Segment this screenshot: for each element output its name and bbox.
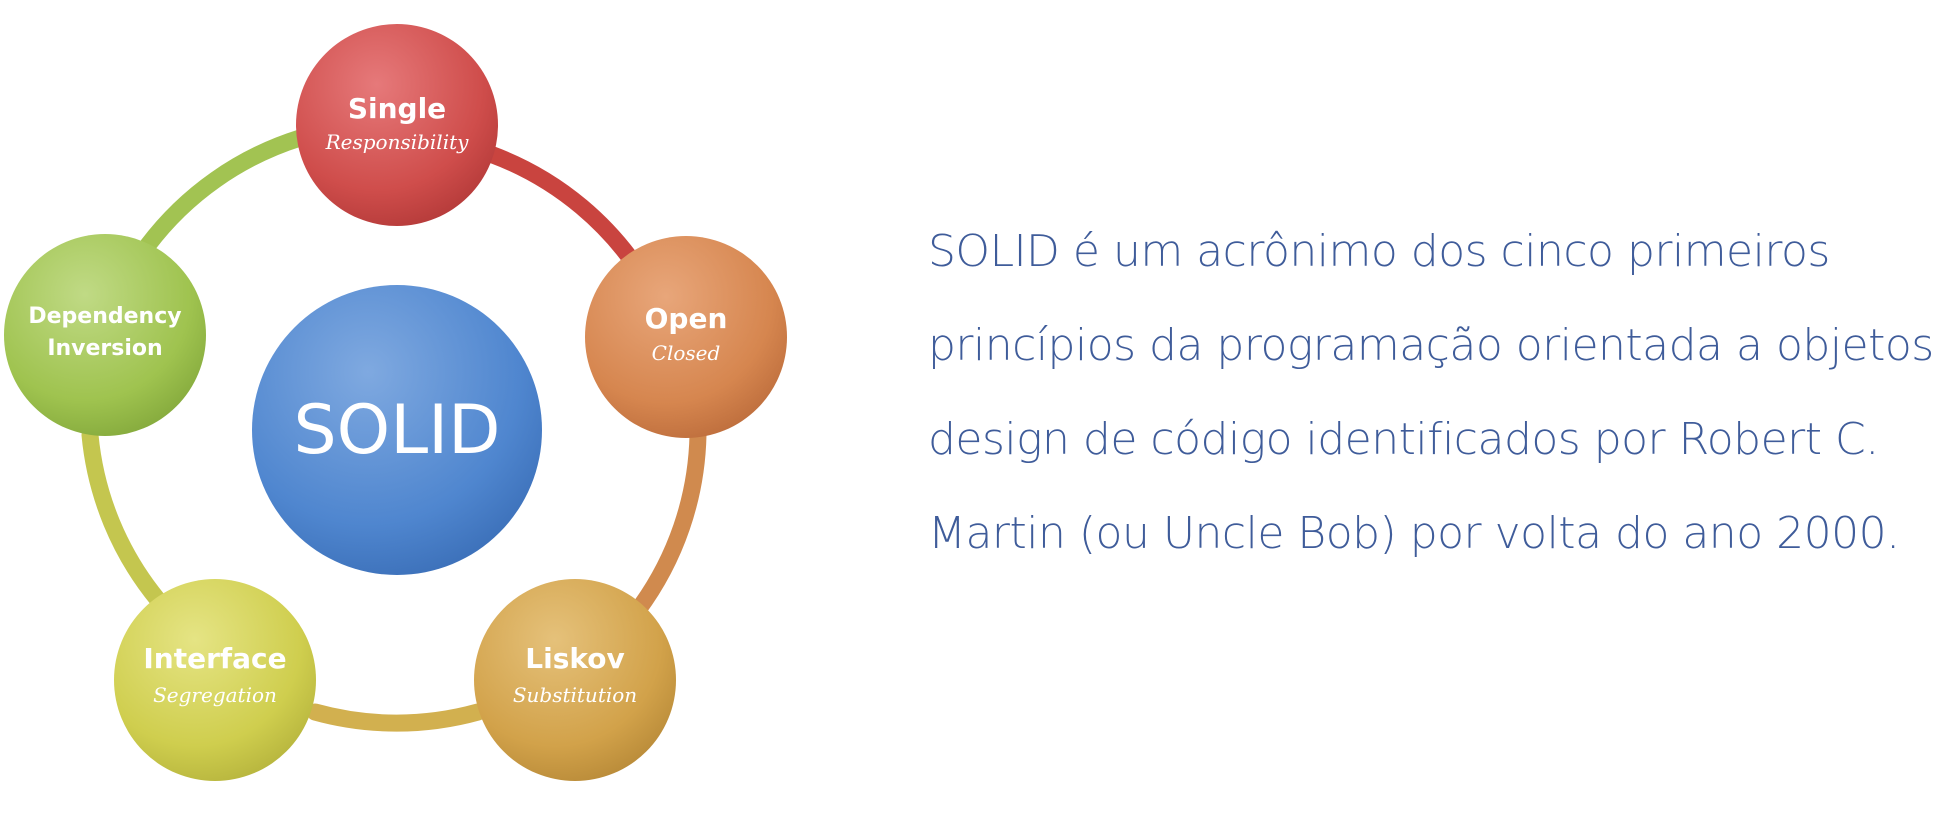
arc-dependency-single — [139, 129, 309, 254]
node-interface-segregation: Interface Segregation — [114, 579, 316, 781]
node-subtitle: Closed — [652, 341, 721, 365]
solid-center: SOLID — [252, 285, 542, 575]
arc-open-liskov — [629, 426, 707, 619]
node-title: Dependency — [28, 304, 181, 329]
node-subtitle: Substitution — [513, 683, 637, 707]
solid-principles-diagram: SOLID Single Responsibility Open Closed … — [4, 24, 787, 781]
description-line-4: Martin (ou Uncle Bob) por volta do ano 2… — [928, 508, 1900, 559]
arc-liskov-interface — [306, 703, 487, 732]
node-subtitle: Inversion — [47, 336, 162, 361]
node-subtitle: Responsibility — [325, 130, 470, 154]
description-line-3: design de código identificados por Rober… — [928, 414, 1879, 465]
node-open-closed: Open Closed — [585, 236, 787, 438]
node-liskov-substitution: Liskov Substitution — [474, 579, 676, 781]
node-single-responsibility: Single Responsibility — [296, 24, 498, 226]
node-title: Interface — [143, 642, 286, 675]
center-label: SOLID — [294, 391, 501, 470]
description-line-1: SOLID é um acrônimo dos cinco primeiros — [928, 205, 1928, 299]
node-subtitle: Segregation — [153, 683, 277, 707]
node-title: Single — [348, 92, 446, 125]
arc-interface-dependency — [81, 426, 167, 609]
node-title: Open — [645, 302, 728, 335]
node-dependency-inversion: Dependency Inversion — [4, 234, 206, 436]
solid-description: SOLID é um acrônimo dos cinco primeiros … — [928, 205, 1950, 581]
node-title: Liskov — [525, 642, 624, 675]
description-line-2: princípios da programação orientada a ob… — [928, 320, 1950, 371]
solid-keyword: SOLID — [928, 226, 1060, 277]
description-line-1-rest: é um acrônimo dos cinco primeiros — [1059, 226, 1830, 277]
